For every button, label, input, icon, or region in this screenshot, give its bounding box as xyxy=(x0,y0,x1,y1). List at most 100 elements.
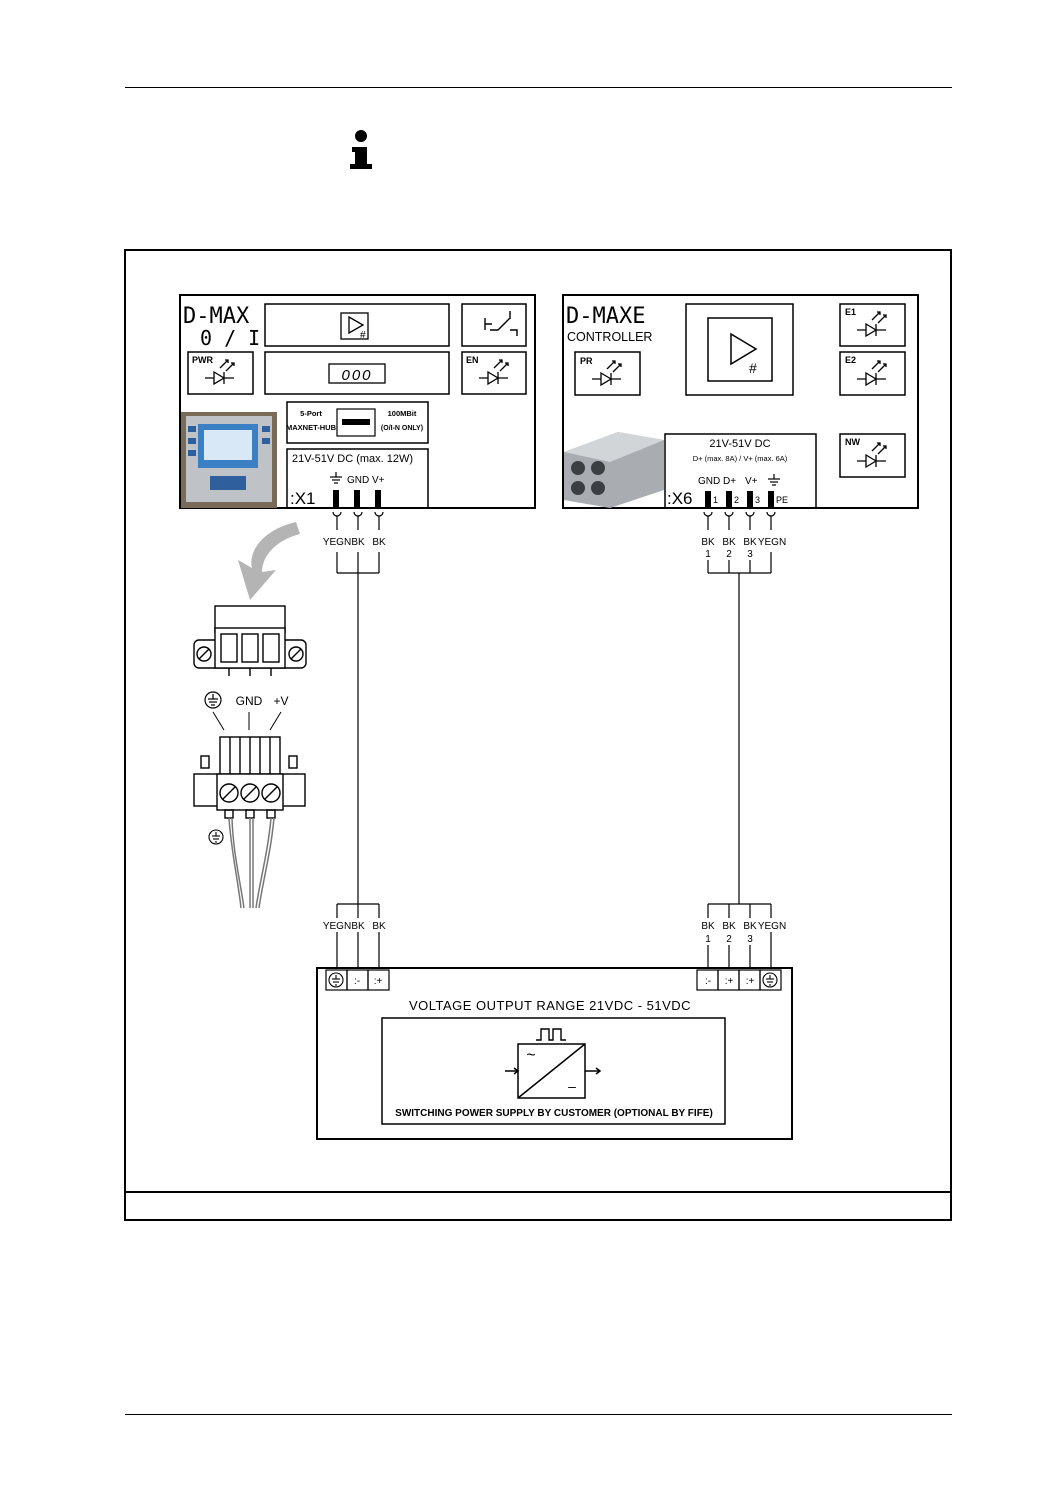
dmaxe-supply-label: 21V-51V DC xyxy=(709,438,770,450)
pulse-icon xyxy=(536,1028,566,1041)
dmaxe-e1-box xyxy=(839,303,906,347)
amplifier-icon: # xyxy=(707,317,773,382)
dmaxe-pr-box xyxy=(574,351,641,396)
plug-male-connector xyxy=(193,736,306,819)
ground-icon xyxy=(330,472,342,484)
dmax-amplifier-box xyxy=(264,303,450,347)
dmax-pin-vplus: V+ xyxy=(372,475,385,486)
amplifier-icon: # xyxy=(340,312,369,341)
psu-wire-bundle-left xyxy=(336,903,380,968)
dmaxe-title: D-MAXE xyxy=(566,304,645,329)
hub-port-icon xyxy=(336,408,376,437)
e1-label: E1 xyxy=(845,307,856,317)
psu-caption: SWITCHING POWER SUPPLY BY CUSTOMER (OPTI… xyxy=(395,1108,713,1119)
dmaxe-wire-bundle-top xyxy=(703,511,776,904)
ground-icon xyxy=(328,972,344,988)
psu-wire-bundle-right xyxy=(707,903,772,968)
plug-arrow-icon xyxy=(238,522,300,600)
dmax-wire-label: BK xyxy=(372,537,386,548)
nw-label: NW xyxy=(845,437,860,447)
converter-icon xyxy=(505,1043,602,1099)
dmaxe-wire-label: YEGN xyxy=(758,537,786,548)
hub-mode-label: (O/I-N ONLY) xyxy=(381,425,423,432)
dmaxe-pin-number: 3 xyxy=(755,495,760,505)
display-readout xyxy=(328,363,386,384)
psu-right-wire-label: BK xyxy=(743,921,757,932)
switch-icon xyxy=(484,311,518,336)
en-label: EN xyxy=(466,355,479,365)
led-icon xyxy=(857,360,887,387)
psu-left-wire-label: YEGN xyxy=(323,921,351,932)
dmaxe-pin-pe: PE xyxy=(776,495,788,505)
pwr-label: PWR xyxy=(192,355,213,365)
dmax-title: D-MAX xyxy=(183,304,250,329)
pr-label: PR xyxy=(580,356,593,366)
dmaxe-module: D-MAXE CONTROLLER # PR E1 E2 NW 21V-51V … xyxy=(562,294,919,509)
led-icon xyxy=(479,359,509,386)
psu-terminal-label: :- xyxy=(705,976,711,987)
led-icon xyxy=(205,359,235,386)
psu-right-wire-number: 1 xyxy=(705,934,711,945)
plug-female-connector xyxy=(193,605,307,676)
led-icon xyxy=(857,442,887,469)
psu-terminal-ground xyxy=(759,969,782,991)
ground-icon xyxy=(204,691,222,709)
psu-ac-symbol: ~ xyxy=(526,1047,535,1064)
ground-icon xyxy=(768,474,780,486)
svg-text:#: # xyxy=(360,330,366,341)
dmaxe-wire-label: BK xyxy=(743,537,757,548)
psu-right-wire-label: BK xyxy=(701,921,715,932)
dmaxe-subtitle: CONTROLLER xyxy=(567,330,652,344)
info-icon xyxy=(350,130,372,169)
dmaxe-wire-number: 1 xyxy=(705,549,711,560)
dmax-subtitle: 0 / I xyxy=(200,326,260,350)
dmax-wire-label: BK xyxy=(351,537,365,548)
dmaxe-wire-label: BK xyxy=(701,537,715,548)
psu-dc-symbol: – xyxy=(568,1078,576,1094)
plug-gnd-label: GND xyxy=(236,694,263,708)
dmaxe-pin-gnd: GND xyxy=(698,476,720,487)
dmaxe-supply-detail: D+ (max. 8A) / V+ (max. 6A) xyxy=(693,454,788,463)
dmax-en-box xyxy=(461,351,527,395)
dmaxe-amplifier-box xyxy=(685,303,794,396)
dmaxe-pin-dplus: D+ xyxy=(723,476,736,487)
e2-label: E2 xyxy=(845,355,856,365)
dmax-module: D-MAX 0 / I # PWR 000 EN 5-Port MAXNET-H… xyxy=(179,294,536,509)
plug-vplus-label: +V xyxy=(273,694,288,708)
plug-dashed-guides xyxy=(212,711,282,731)
dmax-pwr-box xyxy=(187,351,254,395)
dmaxe-device-photo xyxy=(564,432,664,508)
psu-terminal-label: :+ xyxy=(374,976,383,987)
dmax-supply-label: 21V-51V DC (max. 12W) xyxy=(292,453,413,465)
svg-text:#: # xyxy=(749,360,757,376)
dmaxe-pin-number: 1 xyxy=(713,495,718,505)
ground-icon xyxy=(208,829,224,845)
dmaxe-pin-vplus: V+ xyxy=(745,476,758,487)
dmaxe-wire-label: BK xyxy=(722,537,736,548)
dmaxe-pin-number: 2 xyxy=(734,495,739,505)
dmax-device-photo xyxy=(181,412,277,508)
hub-box xyxy=(286,401,429,444)
plug-cables xyxy=(228,817,275,909)
psu-terminal-label: :+ xyxy=(725,976,734,987)
psu-inner-box xyxy=(381,1017,726,1125)
psu-terminal-label: :+ xyxy=(746,976,755,987)
header-rule xyxy=(125,87,952,88)
display-value: 000 xyxy=(341,367,372,384)
psu-left-wire-label: BK xyxy=(372,921,386,932)
psu-terminal-label: :- xyxy=(354,976,360,987)
psu-right-wire-number: 2 xyxy=(726,934,732,945)
psu-voltage-range: VOLTAGE OUTPUT RANGE 21VDC - 51VDC xyxy=(409,998,691,1013)
dmaxe-wire-number: 2 xyxy=(726,549,732,560)
dmaxe-wire-number: 3 xyxy=(747,549,753,560)
footer-rule xyxy=(125,1414,952,1415)
hub-port-label: 5-Port xyxy=(300,409,322,418)
psu-right-wire-label: YEGN xyxy=(758,921,786,932)
power-supply-box: :- :+ :- :+ :+ VOLTAGE OUTPUT RANGE 21VD… xyxy=(316,967,793,1140)
dmax-switch-box xyxy=(461,303,527,347)
dmax-wire-label: YEGN xyxy=(323,537,351,548)
dmax-connector-label: :X1 xyxy=(290,489,316,508)
ground-icon xyxy=(762,972,778,988)
psu-terminal xyxy=(367,969,390,991)
